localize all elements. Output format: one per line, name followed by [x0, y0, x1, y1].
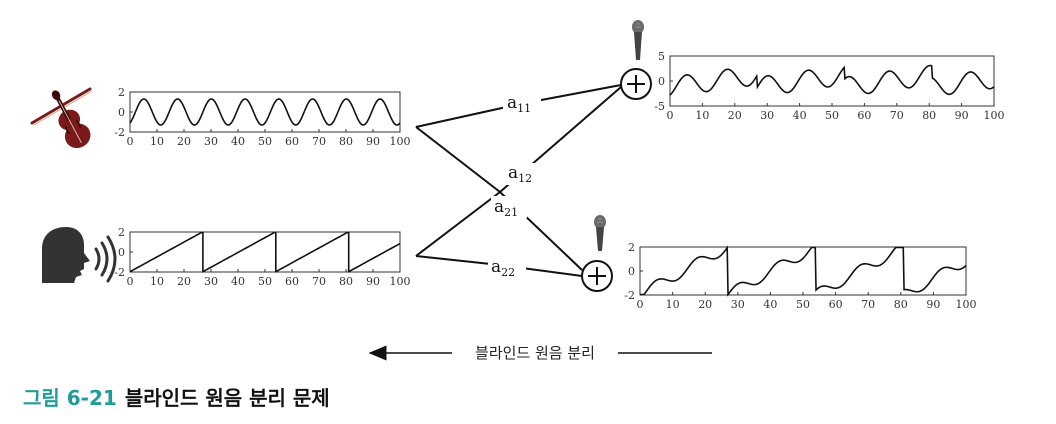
x-tick-label: 50 [258, 275, 272, 288]
x-tick-label: 10 [695, 109, 709, 122]
x-tick-label: 20 [728, 109, 742, 122]
plot-frame [130, 92, 400, 132]
x-tick-label: 70 [890, 109, 904, 122]
plot-frame [640, 247, 966, 295]
separation-direction-arrow: 블라인드 원음 분리 [370, 344, 712, 362]
x-tick-label: 10 [666, 298, 680, 311]
x-tick-label: 0 [667, 109, 674, 122]
signal-line [130, 99, 400, 125]
x-tick-label: 60 [285, 135, 299, 148]
x-tick-label: 30 [731, 298, 745, 311]
x-tick-label: 90 [955, 109, 969, 122]
x-tick-label: 20 [177, 135, 191, 148]
signal-line [130, 232, 400, 271]
x-tick-label: 100 [984, 109, 1005, 122]
figure-caption: 그림 6-21 블라인드 원음 분리 문제 [23, 382, 330, 411]
y-tick-label: -2 [114, 266, 125, 279]
figure-number: 그림 6-21 [23, 386, 117, 410]
x-tick-label: 50 [825, 109, 839, 122]
x-tick-label: 70 [312, 135, 326, 148]
x-tick-label: 40 [231, 135, 245, 148]
x-tick-label: 100 [956, 298, 977, 311]
x-tick-label: 40 [763, 298, 777, 311]
x-tick-label: 0 [637, 298, 644, 311]
x-tick-label: 60 [285, 275, 299, 288]
x-tick-label: 10 [150, 275, 164, 288]
x-tick-label: 90 [366, 135, 380, 148]
coefficient-labels: a11 a12 a21 a22 [488, 90, 541, 279]
y-tick-label: 0 [118, 106, 125, 119]
x-tick-label: 60 [829, 298, 843, 311]
x-tick-label: 50 [796, 298, 810, 311]
y-tick-label: 0 [658, 75, 665, 88]
x-tick-label: 20 [698, 298, 712, 311]
x-tick-label: 100 [390, 135, 411, 148]
x-tick-label: 40 [231, 275, 245, 288]
y-tick-label: 0 [628, 265, 635, 278]
plus-circle-icon [621, 69, 651, 99]
plus-circle-icon [582, 261, 612, 291]
y-tick-label: -2 [624, 289, 635, 302]
direction-label: 블라인드 원음 분리 [475, 344, 595, 362]
x-tick-label: 30 [204, 135, 218, 148]
speaking-head-icon [42, 227, 115, 283]
x-tick-label: 30 [760, 109, 774, 122]
y-tick-label: 2 [118, 86, 125, 99]
microphone-icon [594, 215, 606, 251]
x-tick-label: 70 [861, 298, 875, 311]
x-tick-label: 90 [926, 298, 940, 311]
y-tick-label: 5 [658, 50, 665, 63]
violin-icon [32, 85, 95, 153]
x-tick-label: 0 [127, 135, 134, 148]
x-tick-label: 30 [204, 275, 218, 288]
x-tick-label: 50 [258, 135, 272, 148]
x-tick-label: 20 [177, 275, 191, 288]
x-tick-label: 40 [793, 109, 807, 122]
signal-line [670, 66, 994, 96]
x-tick-label: 80 [894, 298, 908, 311]
x-tick-label: 100 [390, 275, 411, 288]
signal-line [640, 247, 966, 294]
x-tick-label: 80 [339, 275, 353, 288]
y-tick-label: -2 [114, 126, 125, 139]
y-tick-label: 2 [628, 241, 635, 254]
y-tick-label: 0 [118, 246, 125, 259]
x-tick-label: 70 [312, 275, 326, 288]
y-tick-label: -5 [654, 100, 665, 113]
plot-frame [670, 56, 994, 106]
x-tick-label: 90 [366, 275, 380, 288]
x-tick-label: 80 [922, 109, 936, 122]
x-tick-label: 80 [339, 135, 353, 148]
x-tick-label: 10 [150, 135, 164, 148]
x-tick-label: 60 [857, 109, 871, 122]
microphone-icon [632, 20, 644, 60]
x-tick-label: 0 [127, 275, 134, 288]
figure-title: 블라인드 원음 분리 문제 [125, 386, 330, 410]
y-tick-label: 2 [118, 226, 125, 239]
